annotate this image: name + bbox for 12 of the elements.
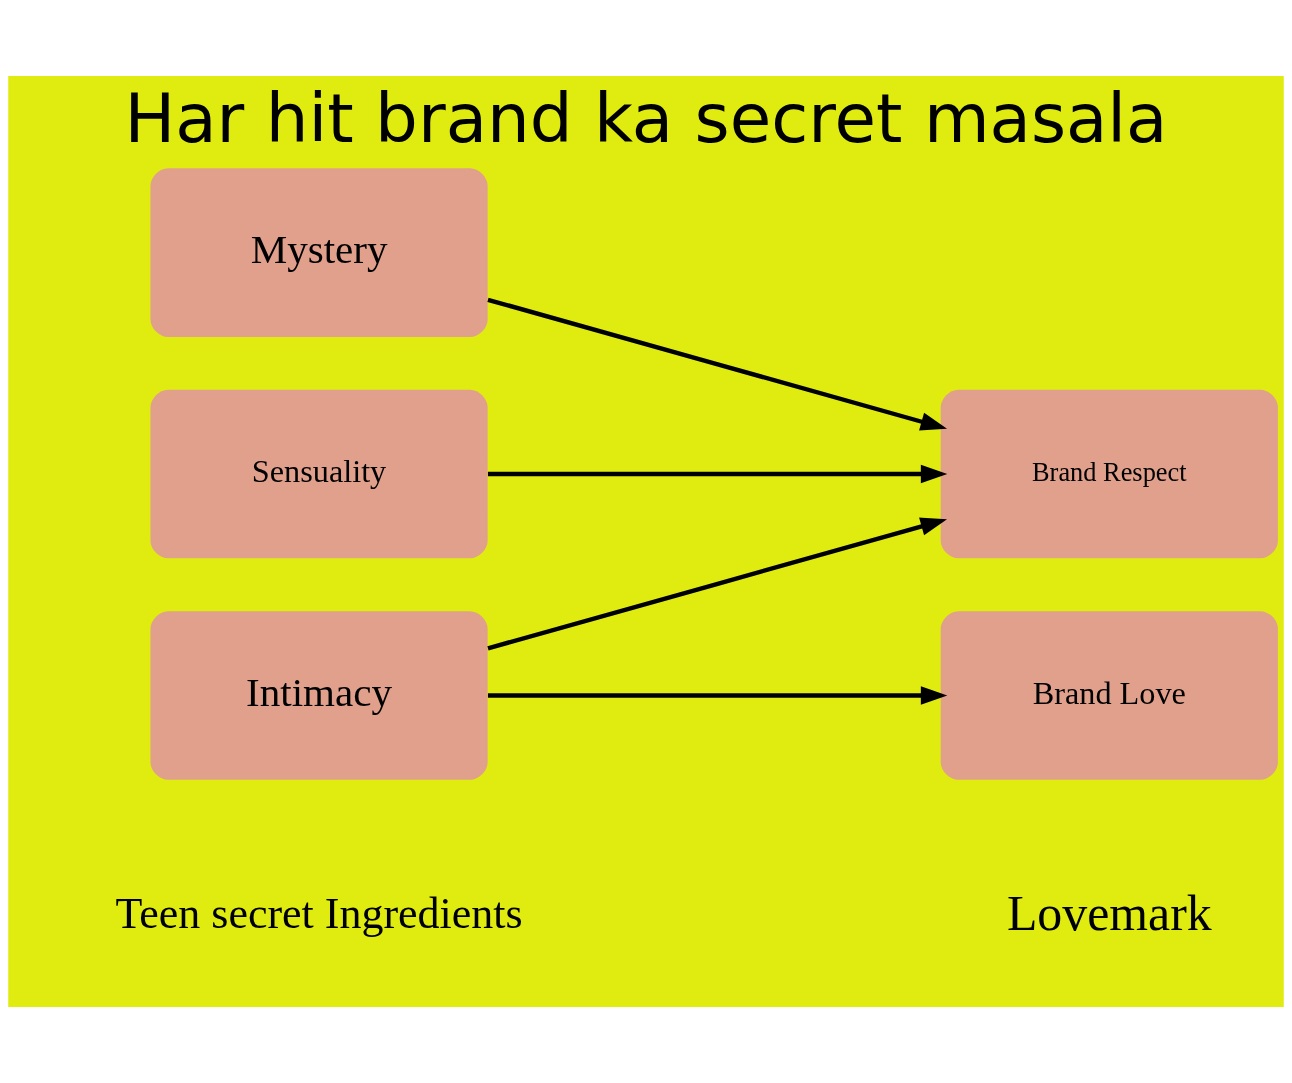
node-box: Brand Respect bbox=[940, 389, 1278, 559]
arrow bbox=[487, 517, 948, 651]
label: Lovemark bbox=[1006, 885, 1212, 941]
node-box: Intimacy bbox=[150, 611, 488, 780]
node-box: Mystery bbox=[150, 168, 488, 337]
diagram-title: Har hit brand ka secret masala bbox=[124, 78, 1168, 158]
node-box: Brand Love bbox=[940, 611, 1278, 780]
node-box: Sensuality bbox=[150, 389, 488, 559]
arrow bbox=[487, 686, 948, 705]
arrow bbox=[487, 297, 948, 431]
label: Teen secret Ingredients bbox=[115, 888, 523, 938]
arrow bbox=[487, 464, 948, 484]
